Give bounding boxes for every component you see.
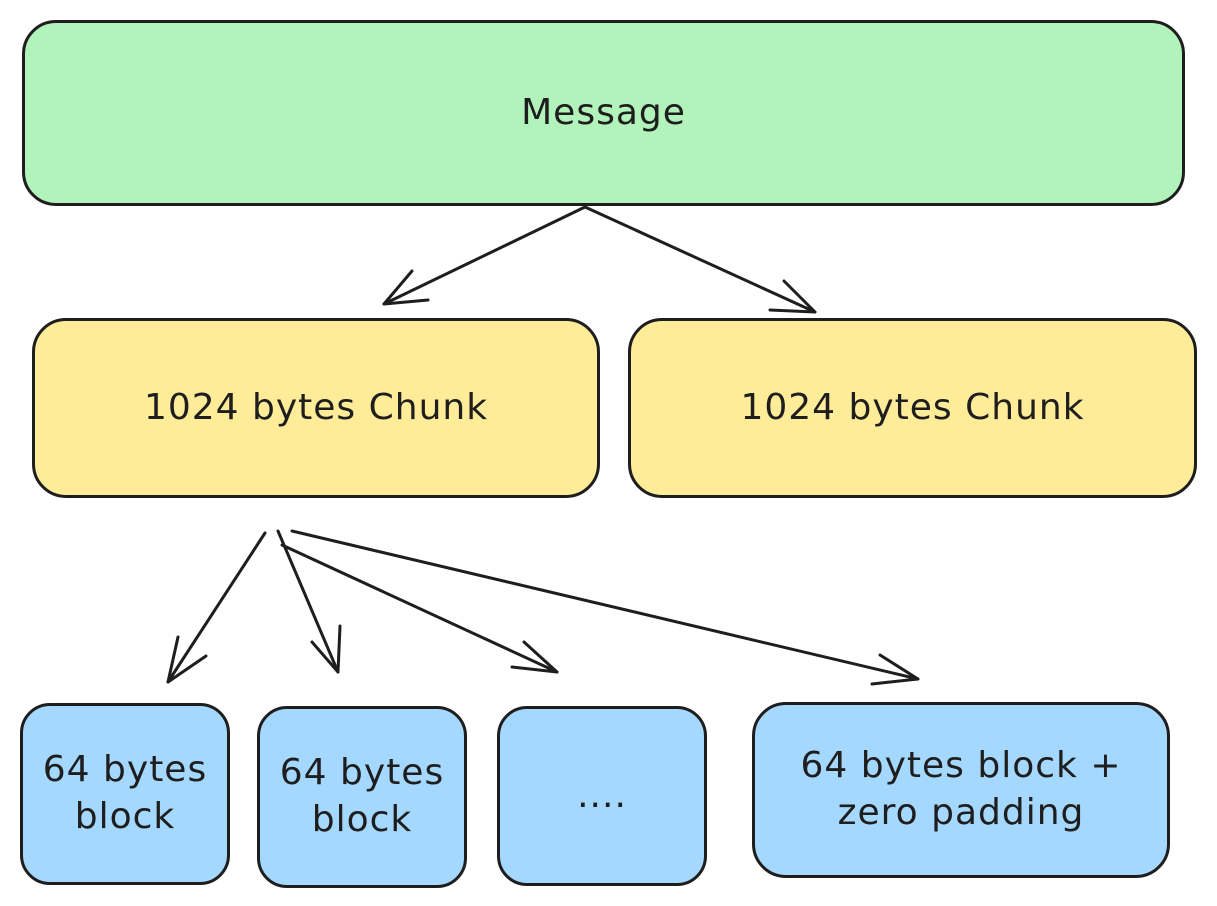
chunk-label-2: 1024 bytes Chunk [740, 386, 1085, 428]
block-label-ellipsis: .... [577, 774, 627, 816]
arrow-chunk-to-block-2 [276, 529, 342, 674]
arrow-message-to-chunk-2 [583, 205, 817, 314]
message-box[interactable]: Message [22, 20, 1185, 206]
block-label-1: 64 bytes block [42, 749, 208, 837]
arrow-chunk-to-block-1 [166, 531, 267, 684]
block-box-2[interactable]: 64 bytes block [257, 706, 467, 888]
chunk-box-1[interactable]: 1024 bytes Chunk [32, 318, 600, 498]
chunk-label-1: 1024 bytes Chunk [143, 386, 489, 428]
arrow-message-to-chunk-1 [382, 205, 587, 306]
block-box-1[interactable]: 64 bytes block [20, 703, 230, 885]
chunk-box-2[interactable]: 1024 bytes Chunk [628, 318, 1197, 498]
block-label-padded: 64 bytes block + zero padding [800, 745, 1122, 833]
block-label-2: 64 bytes block [279, 752, 445, 840]
arrow-chunk-to-block-ellipsis [280, 543, 559, 674]
block-box-ellipsis[interactable]: .... [497, 706, 707, 886]
arrow-chunk-to-block-padded [290, 529, 920, 686]
message-label: Message [521, 91, 686, 133]
block-box-padded[interactable]: 64 bytes block + zero padding [752, 702, 1170, 878]
